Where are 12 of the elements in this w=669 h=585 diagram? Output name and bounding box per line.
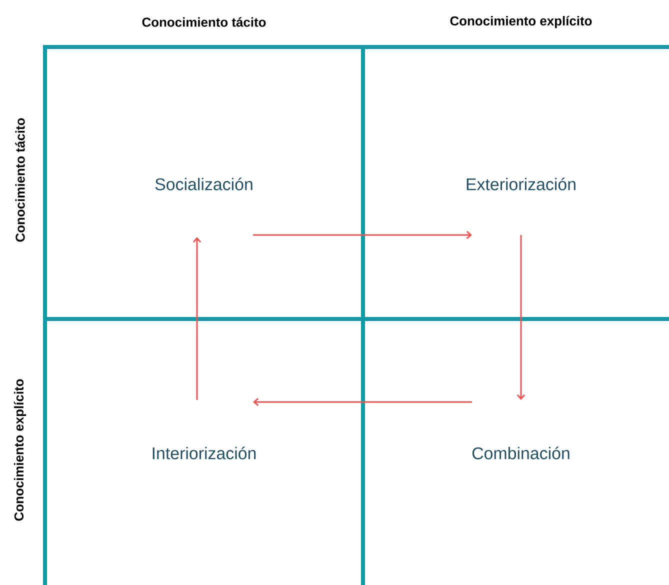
arrow xyxy=(253,398,472,406)
arrow xyxy=(253,230,472,240)
axis-heading: Conocimiento explícito xyxy=(14,379,26,521)
arrow xyxy=(192,237,202,400)
quadrant-label: Exteriorización xyxy=(466,178,576,190)
quadrant-label: Socialización xyxy=(155,178,252,190)
quadrant-label: Interiorización xyxy=(152,446,256,460)
axis-heading: Conocimiento tácito xyxy=(142,17,266,27)
axis-heading: Conocimiento tácito xyxy=(15,118,25,242)
arrow xyxy=(516,235,526,400)
axis-heading: Conocimiento explícito xyxy=(450,16,592,28)
quadrant-label: Combinación xyxy=(472,446,570,460)
